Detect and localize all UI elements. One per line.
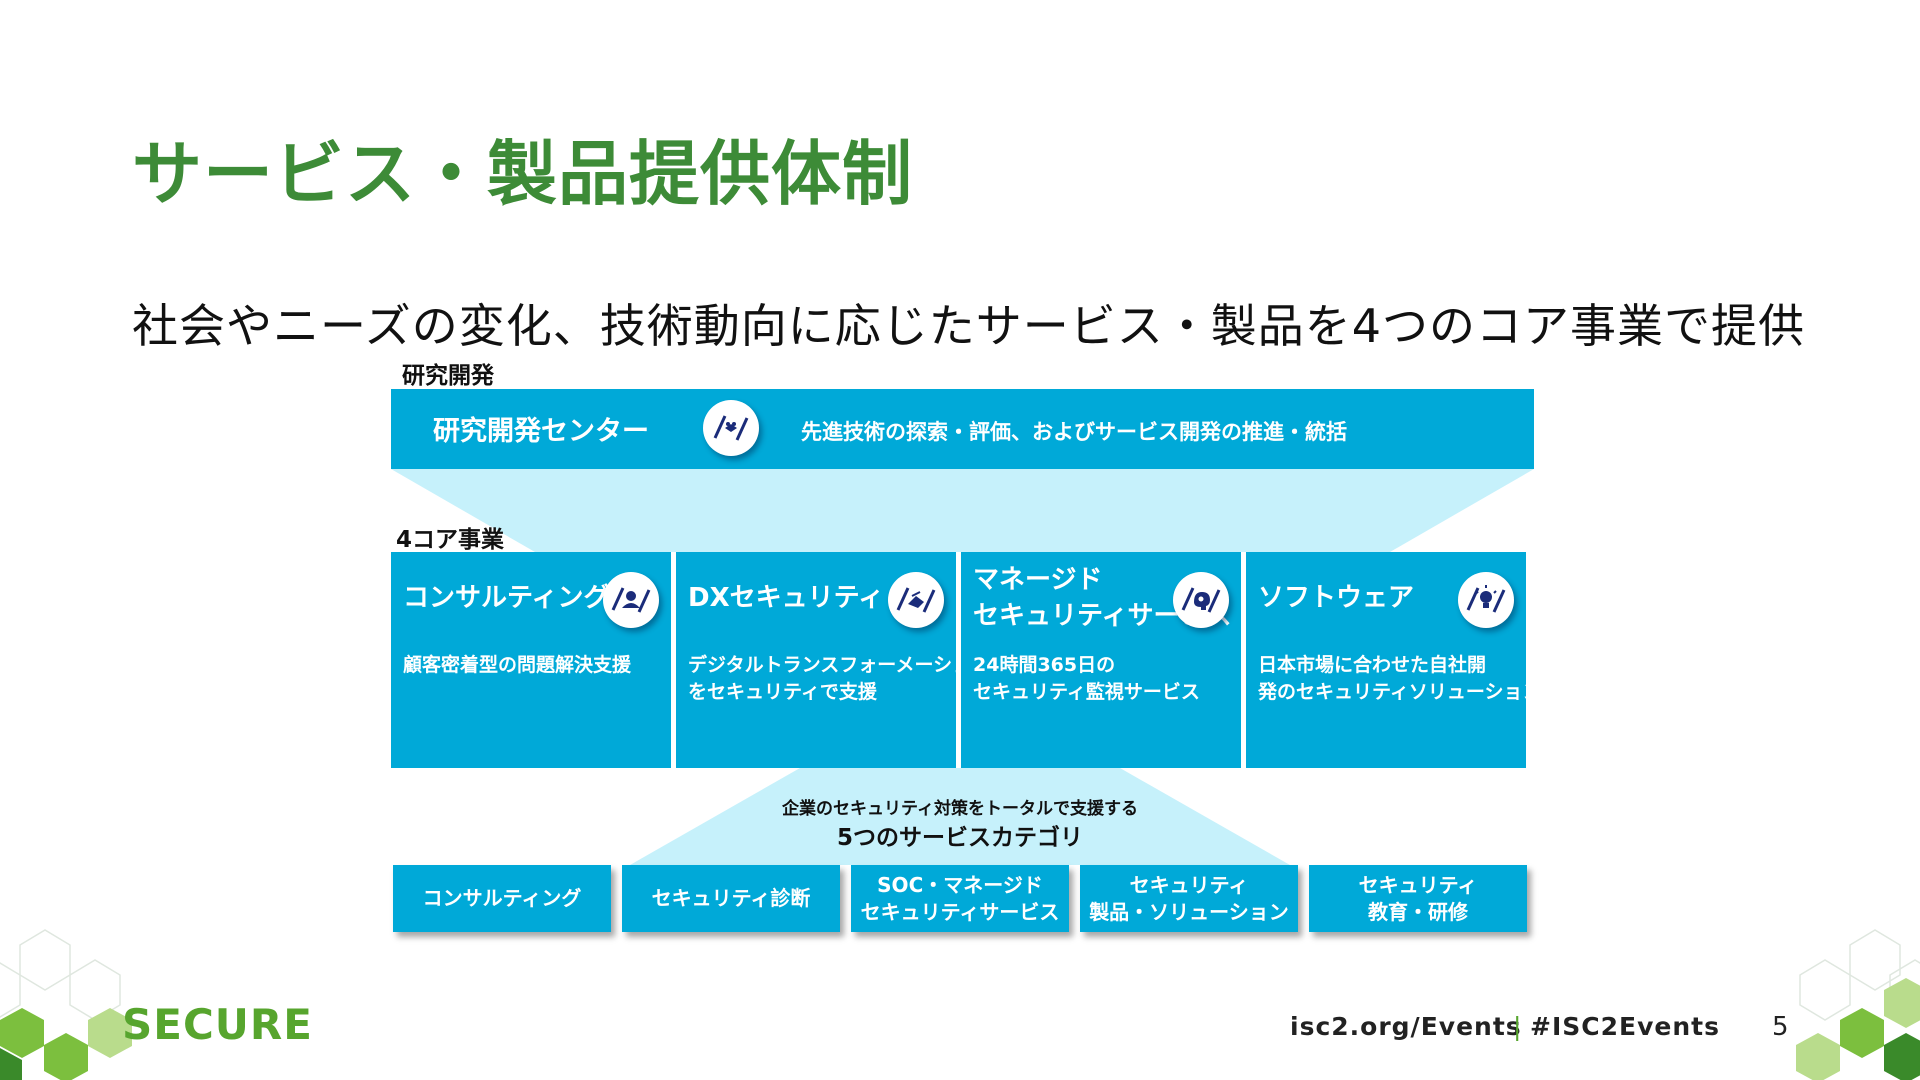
category-label: セキュリティ [1358, 872, 1478, 897]
page-number: 5 [1772, 1012, 1789, 1042]
upper-funnel [391, 469, 1534, 552]
core-section-label: 4コア事業 [396, 527, 505, 553]
rd-section-label: 研究開発 [402, 363, 494, 389]
category-box: セキュリティ 教育・研修 [1309, 865, 1527, 932]
support-heading: 5つのサービスカテゴリ [836, 825, 1083, 851]
category-label: 製品・ソリューション [1089, 899, 1289, 924]
core-description: 日本市場に合わせた自社開 発のセキュリティソリューション [1258, 652, 1541, 706]
rd-center-bar: 研究開発センター 先進技術の探索・評価、およびサービス開発の推進・統括 [391, 389, 1534, 469]
core-description: デジタルトランスフォーメーション をセキュリティで支援 [688, 652, 990, 706]
core-description-line: セキュリティ監視サービス [973, 681, 1200, 703]
footer-hashtag: #ISC2Events [1530, 1012, 1720, 1041]
category-box: セキュリティ診断 [622, 865, 840, 932]
rd-center-name: 研究開発センター [433, 416, 649, 447]
core-description-line: 24時間365日の [973, 654, 1116, 676]
brain-icon [1173, 572, 1229, 628]
page-title: サービス・製品提供体制 [132, 133, 913, 215]
core-description-line: 発のセキュリティソリューション [1258, 681, 1542, 703]
handshake-icon [888, 572, 944, 628]
category-box: SOC・マネージド セキュリティサービス [851, 865, 1069, 932]
category-box: コンサルティング [393, 865, 611, 932]
core-description: 24時間365日の セキュリティ監視サービス [973, 652, 1200, 706]
rd-center-description: 先進技術の探索・評価、およびサービス開発の推進・統括 [801, 420, 1347, 444]
core-software: ソフトウェア 日本市場に合わせた自社開 発のセキュリティソリューション [1246, 552, 1541, 768]
category-box: セキュリティ 製品・ソリューション [1080, 865, 1298, 932]
footer-url[interactable]: isc2.org/Events [1290, 1012, 1522, 1041]
core-description-line: をセキュリティで支援 [688, 681, 877, 703]
core-name: コンサルティング [403, 583, 610, 613]
page-subtitle: 社会やニーズの変化、技術動向に応じたサービス・製品を4つのコア事業で提供 [132, 299, 1805, 353]
core-consulting: コンサルティング 顧客密着型の問題解決支援 [391, 552, 671, 768]
core-name: ソフトウェア [1258, 583, 1415, 613]
core-description-line: 日本市場に合わせた自社開 [1258, 654, 1487, 676]
category-label: セキュリティサービス [860, 899, 1060, 924]
category-label: コンサルティング [422, 886, 582, 910]
lightbulb-icon [1458, 572, 1514, 628]
core-description: 顧客密着型の問題解決支援 [403, 654, 632, 676]
category-label: セキュリティ [1129, 872, 1249, 897]
lower-funnel [630, 768, 1290, 865]
category-label: SOC・マネージド [877, 872, 1043, 897]
secure-logo: SECURE [122, 1000, 313, 1049]
handshake-icon [703, 400, 759, 456]
core-description-line: デジタルトランスフォーメーション [688, 654, 991, 676]
person-icon [603, 572, 659, 628]
core-name: DXセキュリティ [688, 583, 885, 613]
core-managed-security: マネージド セキュリティサービス 24時間365日の セキュリティ監視サービス [961, 552, 1241, 768]
core-name-line: マネージド [973, 565, 1103, 595]
core-dx-security: DXセキュリティ デジタルトランスフォーメーション をセキュリティで支援 [676, 552, 990, 768]
category-label: セキュリティ診断 [651, 886, 811, 910]
support-subtext: 企業のセキュリティ対策をトータルで支援する [782, 799, 1138, 819]
category-label: 教育・研修 [1368, 899, 1468, 924]
footer-separator: | [1513, 1012, 1522, 1041]
